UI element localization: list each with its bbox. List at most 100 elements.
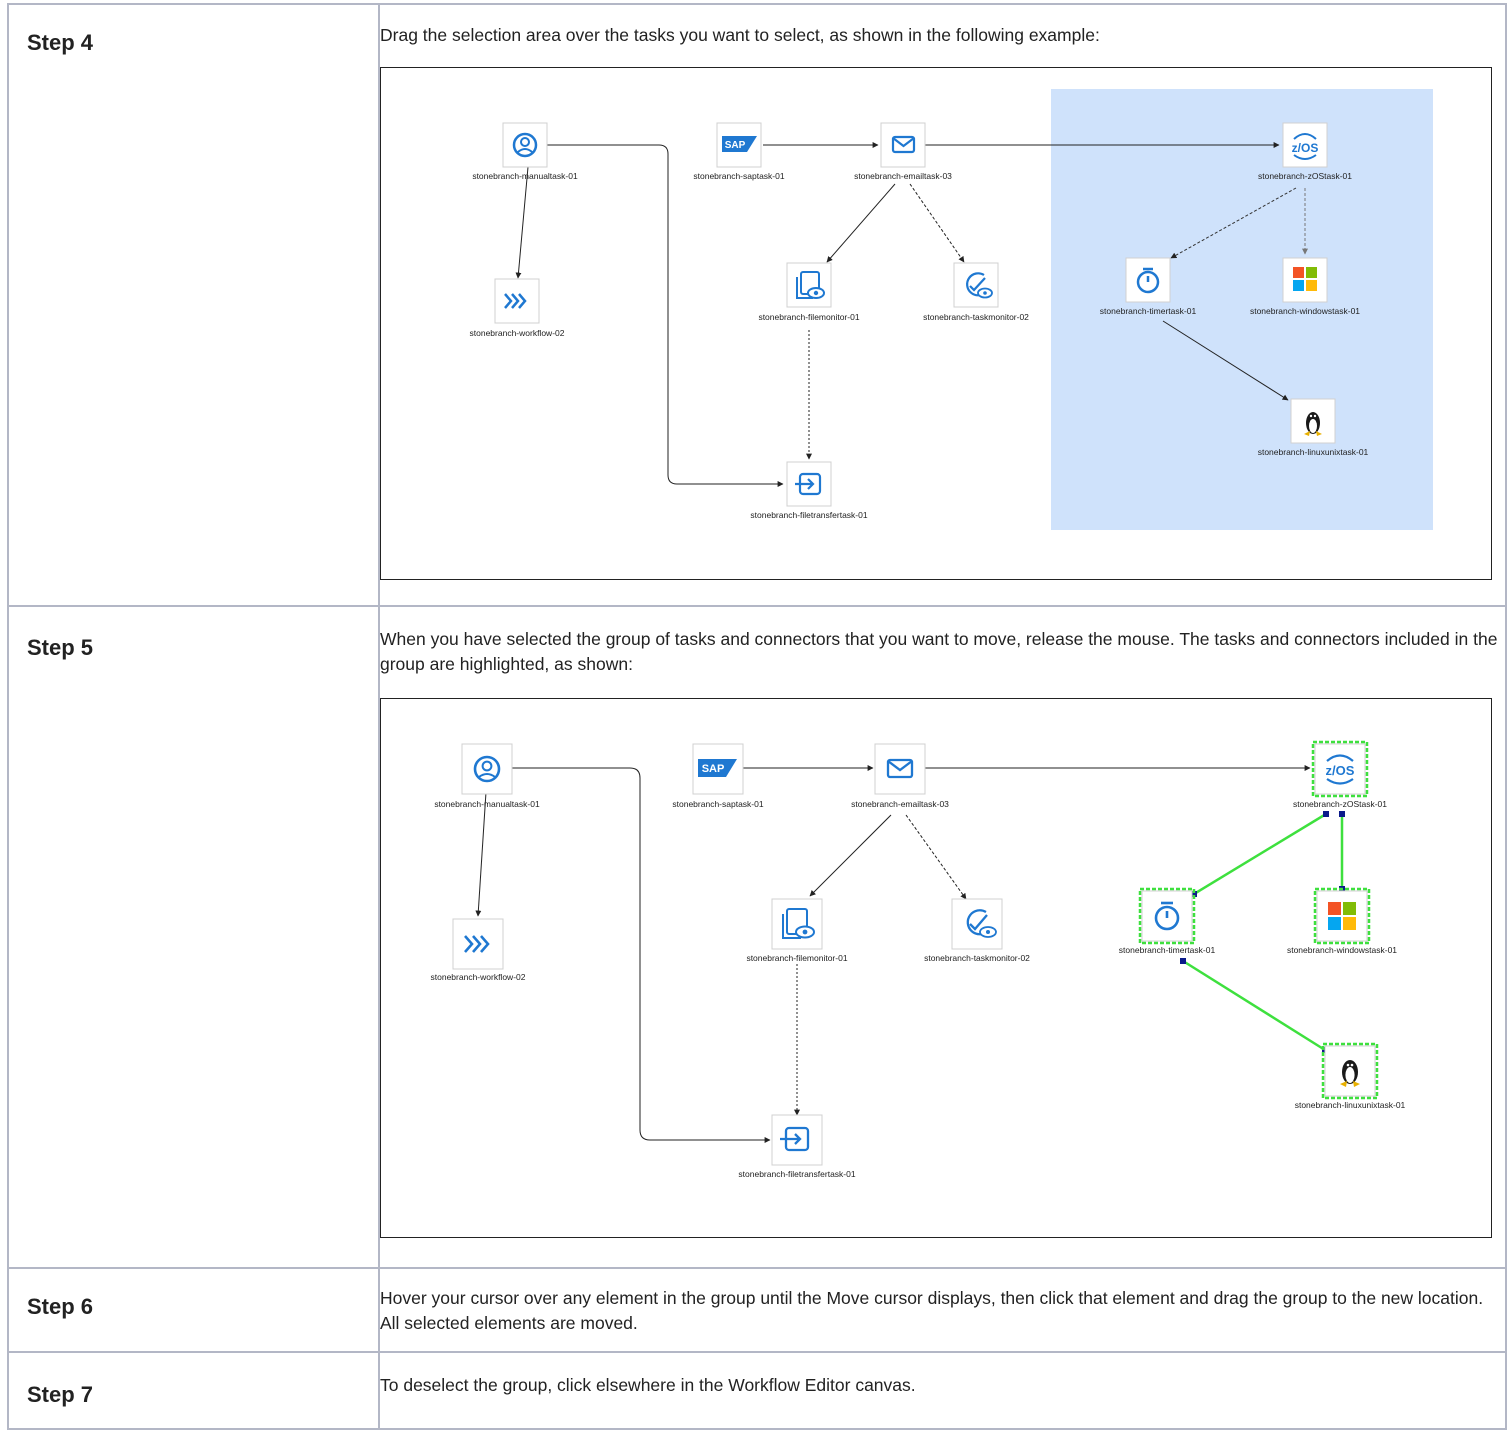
task-label: stonebranch-filetransfertask-01 [738,1169,855,1179]
task-label: stonebranch-saptask-01 [672,799,763,809]
connector[interactable] [909,183,965,263]
task-node-email[interactable]: stonebranch-emailtask-03 [854,122,952,181]
connector[interactable] [809,814,892,897]
connector[interactable] [905,814,967,900]
step-content-cell: To deselect the group, click elsewhere i… [378,1351,1507,1430]
sap-logo-icon: SAP [698,759,737,777]
step-instruction: To deselect the group, click elsewhere i… [380,1375,916,1395]
task-node-workflow[interactable]: stonebranch-workflow-02 [470,278,565,338]
task-node-manual[interactable]: stonebranch-manualtask-01 [472,122,578,181]
step-row-7: Step 7 To deselect the group, click else… [7,1351,1507,1430]
task-node-timer[interactable]: stonebranch-timertask-01 [1119,887,1216,955]
task-monitor-check-icon [966,272,993,299]
zos-icon: z/OS [1292,133,1319,160]
zos-icon: z/OS [1326,754,1355,785]
task-label: stonebranch-emailtask-03 [854,171,952,181]
selection-outline [1138,887,1196,945]
task-node-filetransfer[interactable]: stonebranch-filetransfertask-01 [738,1114,856,1179]
user-circle-icon [473,755,501,783]
step-label: Step 7 [27,1382,94,1407]
file-monitor-eye-icon [782,908,815,939]
selection-outline [1321,1042,1379,1100]
task-node-email[interactable]: stonebranch-emailtask-03 [851,743,949,809]
step-label: Step 6 [27,1294,94,1319]
task-node-timer[interactable]: stonebranch-timertask-01 [1100,257,1197,316]
task-label: stonebranch-workflow-02 [431,972,526,982]
task-label: stonebranch-timertask-01 [1119,945,1216,955]
file-monitor-eye-icon [796,271,825,299]
task-node-zos[interactable]: z/OS stonebranch-zOStask-01 [1293,740,1387,809]
task-label: stonebranch-manualtask-01 [472,171,578,181]
connector[interactable] [826,183,896,263]
sap-logo-icon: SAP [722,136,757,152]
workflow-screenshot-highlighted: stonebranch-manualtask-01 stonebranch-wo… [380,698,1492,1238]
connector[interactable] [475,791,487,917]
task-node-sap[interactable]: SAP stonebranch-saptask-01 [672,743,764,809]
svg-text:SAP: SAP [702,763,725,775]
task-node-filemonitor[interactable]: stonebranch-filemonitor-01 [746,898,848,963]
task-node-filetransfer[interactable]: stonebranch-filetransfertask-01 [750,461,868,520]
step-label-cell: Step 4 [7,3,380,607]
task-label: stonebranch-zOStask-01 [1293,799,1387,809]
step-instruction: When you have selected the group of task… [380,629,1498,674]
workflow-canvas-step4: stonebranch-manualtask-01 stonebranch-wo… [470,89,1433,530]
windows-logo-icon [1293,267,1317,291]
step-row-5: Step 5 When you have selected the group … [7,605,1507,1269]
task-label: stonebranch-timertask-01 [1100,306,1197,316]
task-label: stonebranch-taskmonitor-02 [923,312,1029,322]
task-node-manual[interactable]: stonebranch-manualtask-01 [434,743,540,809]
step-instruction: Hover your cursor over any element in th… [380,1288,1484,1333]
task-label: stonebranch-linuxunixtask-01 [1258,447,1369,457]
connector[interactable] [512,767,771,1143]
task-label: stonebranch-emailtask-03 [851,799,949,809]
step-content-cell: Drag the selection area over the tasks y… [378,3,1507,607]
workflow-chevrons-icon [504,293,527,309]
step-content-cell: When you have selected the group of task… [378,605,1507,1269]
selected-connector[interactable] [1193,812,1327,896]
connector[interactable] [1162,320,1289,401]
connector[interactable] [547,144,784,487]
task-label: stonebranch-taskmonitor-02 [924,953,1030,963]
svg-text:z/OS: z/OS [1292,141,1319,155]
task-node-taskmonitor[interactable]: stonebranch-taskmonitor-02 [923,262,1029,322]
selection-outline [1313,887,1371,945]
stopwatch-icon [1154,901,1180,931]
step-instruction: Drag the selection area over the tasks y… [380,25,1100,45]
task-node-filemonitor[interactable]: stonebranch-filemonitor-01 [758,262,860,322]
connector[interactable] [515,166,529,279]
task-node-sap[interactable]: SAP stonebranch-saptask-01 [693,122,785,181]
selected-connector[interactable] [1182,959,1326,1052]
step-label-cell: Step 7 [7,1351,380,1430]
task-node-workflow[interactable]: stonebranch-workflow-02 [431,918,526,982]
linux-penguin-icon [1304,412,1322,436]
stopwatch-icon [1136,267,1160,294]
selection-area [1051,89,1433,530]
task-node-linux[interactable]: stonebranch-linuxunixtask-01 [1258,398,1369,457]
linux-penguin-icon [1340,1060,1360,1087]
step-label-cell: Step 6 [7,1267,380,1353]
task-node-windows[interactable]: stonebranch-windowstask-01 [1287,887,1397,955]
task-node-zos[interactable]: z/OS stonebranch-zOStask-01 [1258,122,1352,181]
workflow-chevrons-icon [464,935,490,953]
step-label-cell: Step 5 [7,605,380,1269]
task-node-linux[interactable]: stonebranch-linuxunixtask-01 [1295,1042,1406,1110]
task-monitor-check-icon [966,909,997,938]
envelope-icon [886,758,914,779]
task-label: stonebranch-windowstask-01 [1287,945,1397,955]
task-label: stonebranch-filemonitor-01 [758,312,859,322]
windows-logo-icon [1328,902,1356,930]
task-label: stonebranch-filemonitor-01 [746,953,847,963]
task-label: stonebranch-windowstask-01 [1250,306,1360,316]
task-node-taskmonitor[interactable]: stonebranch-taskmonitor-02 [924,898,1030,963]
task-label: stonebranch-linuxunixtask-01 [1295,1100,1406,1110]
task-label: stonebranch-manualtask-01 [434,799,540,809]
workflow-canvas-step5: stonebranch-manualtask-01 stonebranch-wo… [431,740,1406,1179]
svg-text:z/OS: z/OS [1326,763,1355,778]
envelope-icon [891,135,916,154]
connector[interactable] [1170,187,1297,259]
step-label: Step 5 [27,635,94,660]
task-node-windows[interactable]: stonebranch-windowstask-01 [1250,257,1360,316]
workflow-screenshot-selection: stonebranch-manualtask-01 stonebranch-wo… [380,67,1492,580]
file-transfer-arrow-icon [780,1126,810,1152]
step-row-6: Step 6 Hover your cursor over any elemen… [7,1267,1507,1353]
